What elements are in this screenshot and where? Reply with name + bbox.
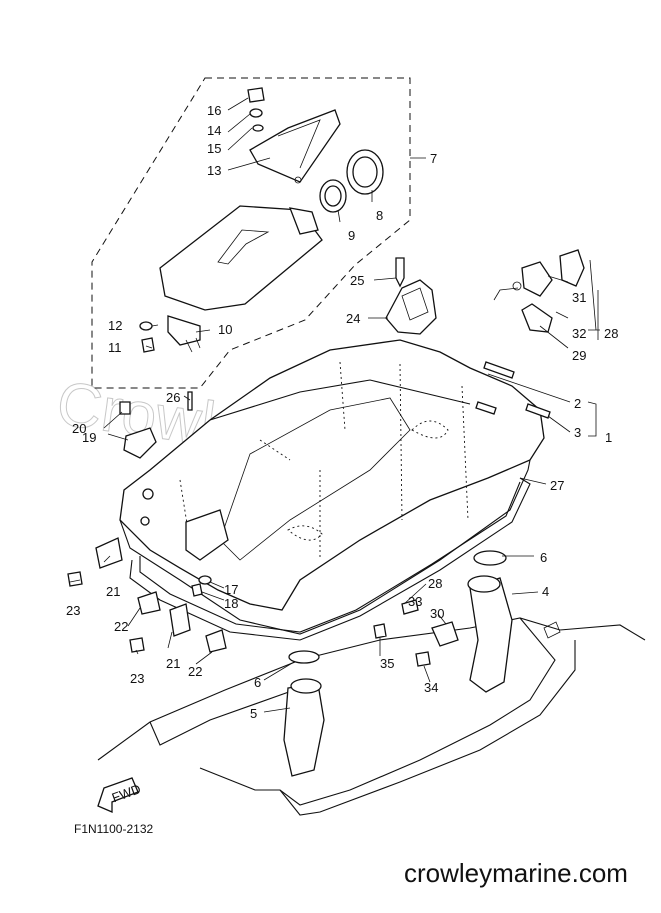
hood-cover xyxy=(159,205,323,311)
callout-20: 20 xyxy=(72,421,86,436)
leader-lines xyxy=(69,97,600,713)
callout-26: 26 xyxy=(166,390,180,405)
small-parts xyxy=(191,575,459,667)
deck-body xyxy=(119,339,551,635)
fwd-arrow: FWD xyxy=(97,777,143,813)
callout-11: 11 xyxy=(108,340,122,355)
callout-32: 32 xyxy=(572,326,586,341)
bolt-16 xyxy=(247,87,265,132)
callout-21a: 21 xyxy=(106,584,120,599)
callout-23a: 23 xyxy=(66,603,80,618)
brackets-21-22-23 xyxy=(67,537,227,653)
callout-2: 2 xyxy=(574,396,581,411)
bolt-26 xyxy=(187,391,193,411)
callout-28b: 28 xyxy=(428,576,442,591)
callout-13: 13 xyxy=(207,163,221,178)
callout-28a: 28 xyxy=(604,326,618,341)
callout-22a: 22 xyxy=(114,619,128,634)
callout-35: 35 xyxy=(380,656,394,671)
callout-7: 7 xyxy=(430,151,437,166)
callout-25: 25 xyxy=(350,273,364,288)
callout-10: 10 xyxy=(218,322,232,337)
site-name: crowleymarine.com xyxy=(404,858,628,888)
callout-27: 27 xyxy=(550,478,564,493)
bracket-10 xyxy=(139,315,201,353)
rings-8-9 xyxy=(319,149,384,213)
callout-16: 16 xyxy=(207,103,221,118)
callout-1: 1 xyxy=(605,430,612,445)
callout-5: 5 xyxy=(250,706,257,721)
callout-15: 15 xyxy=(207,141,221,156)
callout-21b: 21 xyxy=(166,656,180,671)
callout-17: 17 xyxy=(224,582,238,597)
callout-9: 9 xyxy=(348,228,355,243)
callout-3: 3 xyxy=(574,425,581,440)
callout-33: 33 xyxy=(408,594,422,609)
callout-30: 30 xyxy=(430,606,444,621)
callout-31: 31 xyxy=(572,290,586,305)
pad-19 xyxy=(119,401,157,459)
callout-labels: 1 2 3 4 5 6 6 7 8 9 10 11 12 13 14 15 16… xyxy=(66,103,618,721)
callout-6b: 6 xyxy=(254,675,261,690)
gunwale-strip-27 xyxy=(129,477,531,641)
hoses-4-5 xyxy=(283,550,513,777)
diagram-code: F1N1100-2132 xyxy=(74,822,154,836)
hood-assembly-boundary xyxy=(91,77,411,389)
callout-29: 29 xyxy=(572,348,586,363)
callout-34: 34 xyxy=(424,680,438,695)
handle-24 xyxy=(385,257,437,335)
callout-18: 18 xyxy=(224,596,238,611)
callout-14: 14 xyxy=(207,123,221,138)
hinge-parts-29-31-32 xyxy=(512,249,585,333)
bracket-13 xyxy=(249,109,341,184)
hull-bottom xyxy=(97,617,646,816)
callout-8: 8 xyxy=(376,208,383,223)
callout-19: 19 xyxy=(82,430,96,445)
callout-22b: 22 xyxy=(188,664,202,679)
callout-12: 12 xyxy=(108,318,122,333)
callout-4: 4 xyxy=(542,584,549,599)
callout-6a: 6 xyxy=(540,550,547,565)
callout-24: 24 xyxy=(346,311,360,326)
callout-23b: 23 xyxy=(130,671,144,686)
